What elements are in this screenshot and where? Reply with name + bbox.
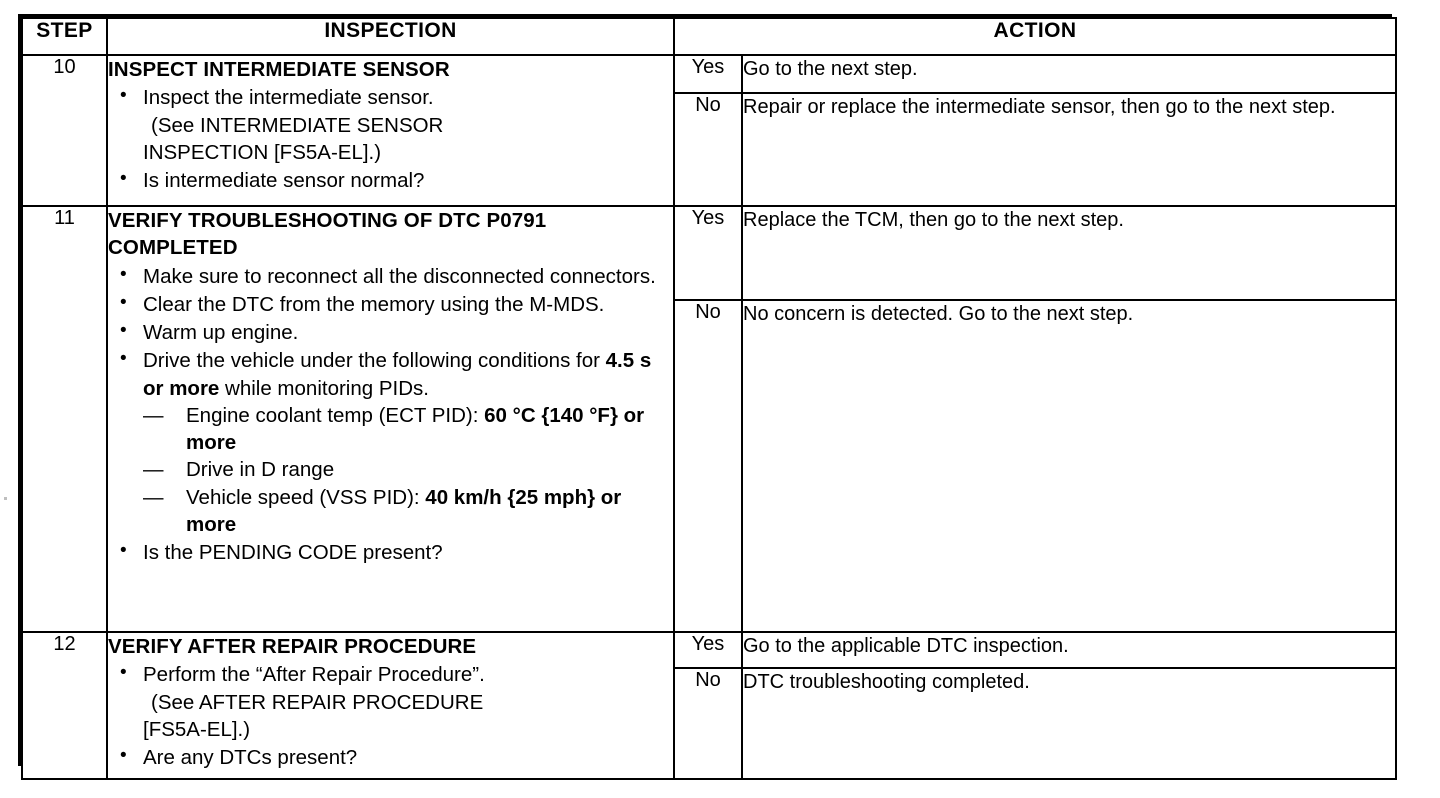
action-yes-10: Go to the next step.: [741, 54, 1397, 94]
header-inspection: INSPECTION: [106, 17, 675, 56]
list-item: Perform the “After Repair Procedure”. (S…: [108, 660, 673, 743]
table-row: No No concern is detected. Go to the nex…: [22, 299, 1397, 633]
condition-text: Vehicle speed (VSS PID): 40 km/h {25 mph…: [186, 485, 622, 536]
answer-label-yes: Yes: [673, 54, 743, 94]
answer-label-yes: Yes: [673, 205, 743, 301]
bullet-continuation: INSPECTION [FS5A-EL].): [143, 140, 382, 164]
inspection-cell-11: VERIFY TROUBLESHOOTING OF DTC P0791 COMP…: [106, 205, 675, 633]
list-item: Is intermediate sensor normal?: [108, 166, 673, 194]
header-row: STEP INSPECTION ACTION: [21, 17, 1397, 56]
bullet-text: Clear the DTC from the memory using the …: [143, 292, 605, 316]
action-no-10: Repair or replace the intermediate senso…: [741, 92, 1397, 207]
bullet-text: Are any DTCs present?: [143, 746, 358, 769]
list-item: Vehicle speed (VSS PID): 40 km/h {25 mph…: [143, 484, 673, 539]
inspection-cell-12: VERIFY AFTER REPAIR PROCEDURE Perform th…: [106, 631, 675, 780]
table-header: STEP INSPECTION ACTION: [21, 17, 1397, 56]
table-row: No DTC troubleshooting completed.: [22, 667, 1397, 780]
list-item: Inspect the intermediate sensor. (See IN…: [108, 83, 673, 166]
bullet-text: Is the PENDING CODE present?: [143, 541, 443, 564]
inspection-title: VERIFY TROUBLESHOOTING OF DTC P0791 COMP…: [108, 209, 547, 260]
answer-label-no: No: [673, 92, 743, 207]
action-no-11: No concern is detected. Go to the next s…: [741, 299, 1397, 633]
step-number-10: 10: [21, 54, 108, 207]
dtc-troubleshooting-table: STEP INSPECTION ACTION 10 INSPECT INTERM…: [18, 14, 1397, 780]
list-item: Drive in D range: [143, 456, 673, 484]
condition-text: Drive in D range: [186, 458, 335, 482]
bullet-text: Perform the “After Repair Procedure”.: [143, 663, 485, 687]
answer-label-yes: Yes: [673, 631, 743, 669]
list-item: Make sure to reconnect all the disconnec…: [108, 261, 673, 290]
condition-text: Engine coolant temp (ECT PID): 60 °C {14…: [186, 403, 645, 454]
inspection-title: VERIFY AFTER REPAIR PROCEDURE: [108, 635, 477, 658]
inspection-cell-10: INSPECT INTERMEDIATE SENSOR Inspect the …: [106, 54, 675, 207]
answer-label-no: No: [673, 667, 743, 780]
bullet-continuation: (See INTERMEDIATE SENSOR: [151, 113, 444, 137]
header-step: STEP: [21, 17, 108, 56]
list-item: Is the PENDING CODE present?: [108, 538, 673, 566]
step-number-12: 12: [21, 631, 108, 780]
table-body: 10 INSPECT INTERMEDIATE SENSOR Inspect t…: [21, 54, 1397, 780]
inspection-bullet-list: Perform the “After Repair Procedure”. (S…: [108, 660, 673, 771]
action-yes-11: Replace the TCM, then go to the next ste…: [741, 205, 1397, 301]
list-item: Clear the DTC from the memory using the …: [108, 290, 673, 318]
answer-label-no: No: [673, 299, 743, 633]
troubleshooting-table: STEP INSPECTION ACTION 10 INSPECT INTERM…: [21, 17, 1397, 780]
bullet-text: Inspect the intermediate sensor.: [143, 86, 434, 110]
scan-artifact: [4, 497, 7, 500]
list-item: Drive the vehicle under the following co…: [108, 346, 673, 538]
step-number-11: 11: [21, 205, 108, 633]
bullet-text: Is intermediate sensor normal?: [143, 169, 425, 192]
table-row: No Repair or replace the intermediate se…: [22, 92, 1397, 207]
bullet-continuation: (See AFTER REPAIR PROCEDURE: [151, 690, 484, 714]
condition-list: Engine coolant temp (ECT PID): 60 °C {14…: [143, 402, 673, 538]
table-row: 10 INSPECT INTERMEDIATE SENSOR Inspect t…: [21, 54, 1397, 207]
bullet-continuation: [FS5A-EL].): [143, 717, 251, 741]
list-item: Engine coolant temp (ECT PID): 60 °C {14…: [143, 402, 673, 457]
inspection-bullet-list: Inspect the intermediate sensor. (See IN…: [108, 83, 673, 194]
bullet-text: Warm up engine.: [143, 321, 299, 344]
table-row: 11 VERIFY TROUBLESHOOTING OF DTC P0791 C…: [21, 205, 1397, 633]
table-row: 12 VERIFY AFTER REPAIR PROCEDURE Perform…: [21, 631, 1397, 780]
list-item: Are any DTCs present?: [108, 743, 673, 771]
header-action: ACTION: [673, 17, 1397, 56]
inspection-title: INSPECT INTERMEDIATE SENSOR: [108, 58, 450, 81]
bullet-text: Make sure to reconnect all the disconnec…: [143, 264, 656, 288]
list-item: Warm up engine.: [108, 318, 673, 346]
action-no-12: DTC troubleshooting completed.: [741, 667, 1397, 780]
bullet-text-rich: Drive the vehicle under the following co…: [143, 349, 652, 400]
inspection-bullet-list: Make sure to reconnect all the disconnec…: [108, 261, 673, 567]
action-yes-12: Go to the applicable DTC inspection.: [741, 631, 1397, 669]
